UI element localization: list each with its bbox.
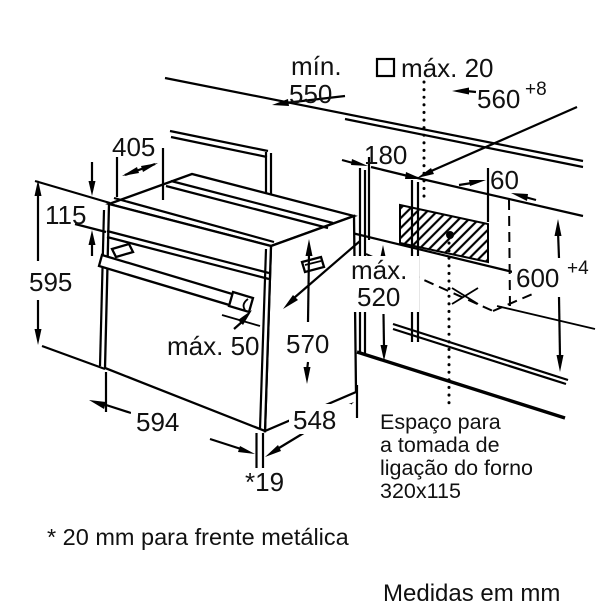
label-min: mín. — [291, 51, 342, 81]
socket-note-line1: Espaço para — [380, 410, 501, 434]
footnote-metal-front: * 20 mm para frente metálica — [47, 524, 350, 550]
side-vent-slot — [300, 255, 326, 274]
socket-center-dot — [446, 231, 454, 239]
label-600: 600 — [516, 263, 559, 293]
dim-niche-height — [554, 219, 564, 372]
label-570: 570 — [286, 329, 329, 359]
socket-note-size: 320x115 — [380, 479, 461, 503]
dimension-labels: mín. 550 máx. 20 560 +8 180 60 600 +4 má… — [26, 51, 604, 497]
label-max-50: máx. 50 — [167, 331, 260, 361]
dim-oven-width — [89, 372, 255, 454]
square-symbol — [375, 57, 396, 78]
label-60: 60 — [490, 165, 519, 195]
label-115: 115 — [45, 200, 86, 230]
dim-panel-height — [88, 162, 96, 256]
oven-handle — [97, 242, 255, 314]
label-595: 595 — [29, 267, 72, 297]
dim-front-gap — [255, 433, 265, 468]
dim-left-extensions — [34, 179, 111, 371]
dim-handle-clearance — [233, 240, 361, 330]
label-19-gap: *19 — [245, 467, 284, 497]
dim-oven-height — [34, 180, 42, 345]
label-548: 548 — [293, 405, 336, 435]
label-594: 594 — [136, 407, 179, 437]
dim-door-height — [303, 239, 313, 384]
dim-worktop-depth — [272, 94, 346, 106]
label-560: 560 — [477, 84, 520, 114]
socket-note: Espaço para a tomada de ligação do forno… — [380, 410, 533, 503]
handle-right-cap — [227, 290, 255, 314]
label-600-tolerance: +4 — [567, 258, 589, 279]
label-max-20: máx. 20 — [401, 53, 494, 83]
oven-body — [98, 172, 358, 433]
label-max-word: máx. — [351, 255, 407, 285]
dim-niche-width — [417, 87, 578, 178]
oven-front-face — [103, 202, 273, 433]
dim-socket-left-offset — [341, 157, 422, 240]
dim-socket-right-offset — [458, 168, 537, 222]
label-560-tolerance: +8 — [525, 79, 547, 100]
label-405: 405 — [112, 132, 155, 162]
socket-space-hatched — [399, 203, 489, 264]
label-550: 550 — [289, 79, 332, 109]
socket-note-line2: a tomada de — [380, 433, 500, 457]
label-180: 180 — [364, 140, 407, 170]
socket-note-line3: ligação do forno — [380, 456, 533, 480]
dim-top-recess — [115, 148, 165, 200]
units-note: Medidas em mm — [383, 580, 560, 607]
label-520: 520 — [357, 282, 400, 312]
worktop-lines — [164, 76, 584, 211]
handle-left-bracket — [110, 242, 135, 259]
